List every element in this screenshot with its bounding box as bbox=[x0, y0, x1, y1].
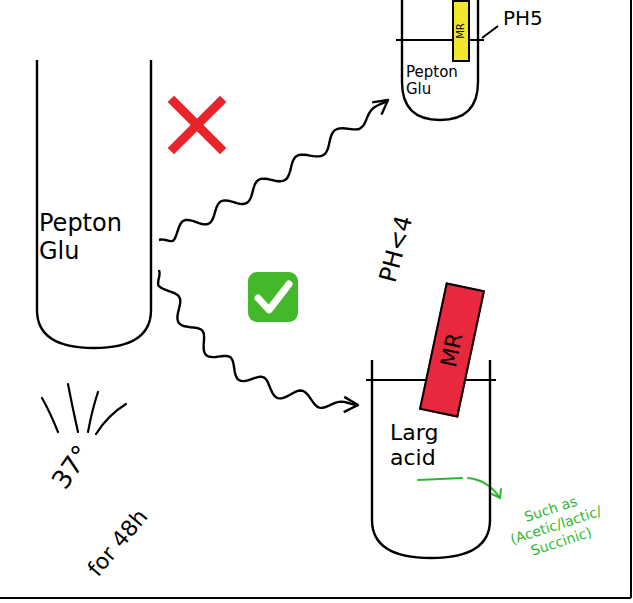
temperature-label: 37° bbox=[46, 440, 97, 495]
wavy-arrow bbox=[158, 270, 358, 412]
ph-label: PH5 bbox=[503, 6, 543, 30]
test-tube: Pepton Glu bbox=[35, 60, 153, 350]
frame-line bbox=[0, 597, 631, 599]
ph-label: PH<4 bbox=[374, 213, 419, 286]
tube-contents: Pepton Glu bbox=[406, 64, 474, 99]
frame-line bbox=[630, 0, 632, 598]
green-arrow bbox=[418, 478, 501, 498]
cross-mark bbox=[174, 102, 220, 148]
tube-outline bbox=[35, 60, 153, 350]
indicator-strip: MR bbox=[419, 282, 485, 417]
tube-contents: Pepton Glu bbox=[39, 210, 139, 265]
tube-contents: Larg acid bbox=[390, 420, 462, 471]
leader-line bbox=[482, 26, 498, 38]
strip-label: MR bbox=[456, 23, 466, 39]
strip-label: MR bbox=[438, 331, 467, 369]
time-label: for 48h bbox=[83, 504, 153, 581]
example-note: Such as (Acetic/lactic/ Succinic) bbox=[492, 483, 620, 567]
indicator-strip: MR bbox=[452, 0, 470, 62]
check-mark bbox=[248, 272, 298, 322]
heat-lines bbox=[42, 384, 126, 434]
wavy-arrow bbox=[159, 100, 388, 241]
